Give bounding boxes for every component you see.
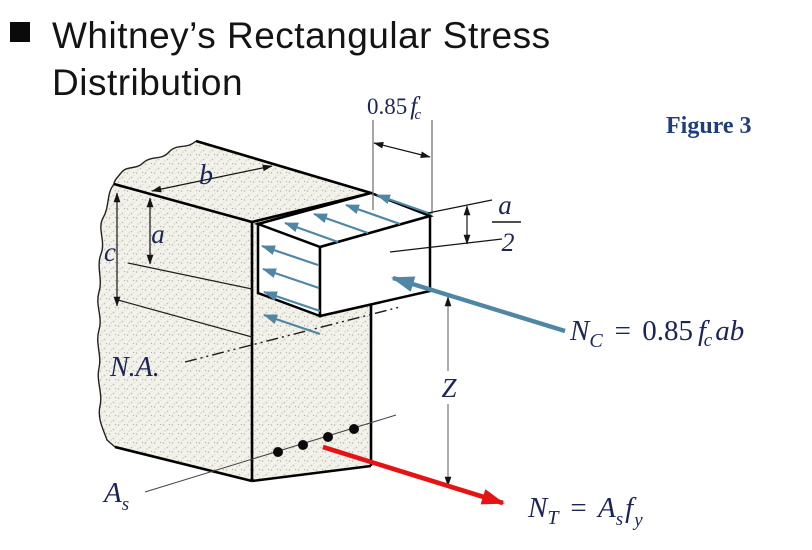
half-depth-bottom-ref — [389, 238, 503, 253]
compression-stress-arrow — [345, 203, 401, 226]
slide-title: Whitney’s Rectangular Stress Distributio… — [10, 12, 551, 106]
dim-b-line — [151, 164, 273, 193]
rebar-dot — [273, 447, 283, 457]
title-line-2: Distribution — [52, 62, 244, 103]
lever-arm-label: Z — [441, 373, 457, 403]
rebar-dot — [298, 440, 308, 450]
depth-c-label: c — [104, 237, 116, 267]
rebar-dot — [323, 432, 333, 442]
depth-a-line — [127, 262, 253, 290]
compression-stress-arrow — [376, 193, 432, 216]
rebar-dots — [273, 424, 359, 457]
beam-front-face — [97, 184, 252, 481]
torn-edge-top — [113, 140, 197, 185]
torn-edge-left — [97, 183, 116, 448]
title-text: Whitney’s Rectangular Stress Distributio… — [52, 12, 551, 106]
compression-stress-arrow — [284, 221, 339, 244]
steel-area-label: As — [102, 477, 129, 515]
depth-c-line — [117, 299, 253, 338]
bullet-square-icon — [10, 22, 30, 42]
compression-stress-arrows — [261, 193, 432, 336]
beam-edges — [113, 139, 373, 483]
compression-stress-arrow — [313, 212, 369, 235]
concrete-beam — [97, 139, 401, 493]
neutral-axis-line — [184, 306, 401, 363]
width-b-label: b — [199, 160, 213, 191]
half-depth-top-ref — [427, 199, 493, 214]
figure-caption: Figure 3 — [666, 113, 752, 139]
compression-stress-arrow — [262, 267, 320, 290]
title-line-1: Whitney’s Rectangular Stress — [52, 15, 551, 56]
compression-stress-arrow — [263, 290, 321, 313]
half-depth-numerator: a — [498, 190, 512, 220]
compression-stress-arrow — [261, 244, 319, 267]
neutral-axis-label: N.A. — [109, 352, 160, 383]
dimensions — [113, 120, 521, 487]
compression-resultant-arrow — [391, 275, 566, 334]
stress-dim-arrow — [373, 141, 431, 159]
rebar-dot — [349, 424, 359, 434]
depth-a-label: a — [151, 219, 165, 249]
equation-tension: NT=Asfy — [527, 492, 643, 531]
compression-stress-arrow — [263, 313, 321, 336]
half-depth-denominator: 2 — [502, 228, 515, 257]
tension-resultant-arrow — [322, 444, 505, 506]
